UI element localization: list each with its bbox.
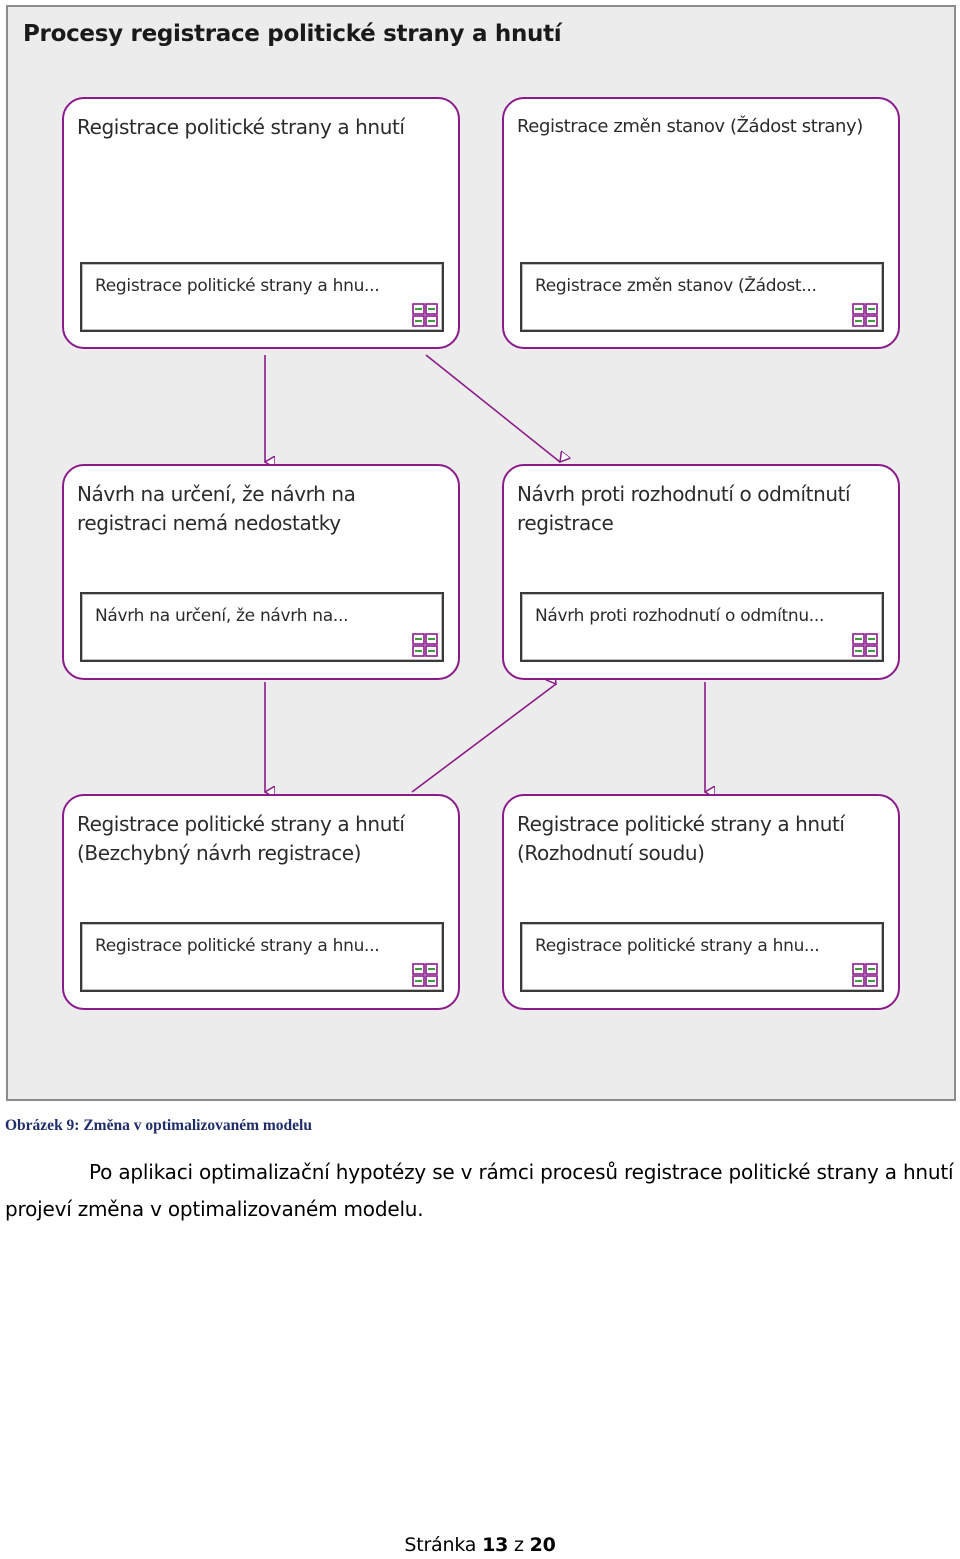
subprocess-label: Registrace změn stanov (Žádost...: [535, 276, 817, 296]
process-title: Registrace politické strany a hnutí (Bez…: [77, 812, 405, 865]
process-title: Registrace politické strany a hnutí (Roz…: [517, 812, 845, 865]
process-box-rejection-appeal[interactable]: Návrh proti rozhodnutí o odmítnutí regis…: [502, 464, 900, 680]
body-paragraph: Po aplikaci optimalizační hypotézy se v …: [5, 1160, 954, 1221]
subprocess-label: Návrh na určení, že návrh na...: [95, 606, 349, 626]
subprocess-box[interactable]: Registrace politické strany a hnu...: [80, 922, 444, 992]
process-box-flawless-proposal[interactable]: Registrace politické strany a hnutí (Bez…: [62, 794, 460, 1010]
process-title: Registrace politické strany a hnutí: [77, 115, 405, 139]
subprocess-label: Registrace politické strany a hnu...: [535, 936, 820, 956]
subprocess-box[interactable]: Návrh proti rozhodnutí o odmítnu...: [520, 592, 884, 662]
subprocess-box[interactable]: Registrace změn stanov (Žádost...: [520, 262, 884, 332]
arrow-2-to-4: [425, 354, 560, 462]
subprocess-icon: [412, 303, 438, 327]
total-pages: 20: [529, 1534, 556, 1556]
subprocess-box[interactable]: Registrace politické strany a hnu...: [520, 922, 884, 992]
arrow-5-to-4: [411, 684, 556, 793]
process-box-statute-change[interactable]: Registrace změn stanov (Žádost strany) R…: [502, 97, 900, 349]
subprocess-label: Registrace politické strany a hnu...: [95, 936, 380, 956]
subprocess-box[interactable]: Registrace politické strany a hnu...: [80, 262, 444, 332]
process-title: Návrh proti rozhodnutí o odmítnutí regis…: [517, 482, 851, 535]
subprocess-icon: [412, 633, 438, 657]
page-footer: Stránka 13 z 20: [0, 1534, 960, 1556]
process-box-court-decision[interactable]: Registrace politické strany a hnutí (Roz…: [502, 794, 900, 1010]
subprocess-icon: [852, 633, 878, 657]
subprocess-box[interactable]: Návrh na určení, že návrh na...: [80, 592, 444, 662]
footer-separator: z: [513, 1534, 524, 1556]
subprocess-label: Návrh proti rozhodnutí o odmítnu...: [535, 606, 825, 626]
connector-layer: [8, 354, 954, 1099]
subprocess-icon: [412, 963, 438, 987]
subprocess-icon: [852, 303, 878, 327]
process-title: Registrace změn stanov (Žádost strany): [517, 116, 863, 137]
diagram-title: Procesy registrace politické strany a hn…: [23, 21, 562, 47]
current-page: 13: [482, 1534, 509, 1556]
subprocess-icon: [852, 963, 878, 987]
figure-caption: Obrázek 9: Změna v optimalizovaném model…: [5, 1117, 312, 1134]
process-diagram: Procesy registrace politické strany a hn…: [6, 5, 956, 1101]
process-title: Návrh na určení, že návrh na registraci …: [77, 482, 356, 535]
subprocess-label: Registrace politické strany a hnu...: [95, 276, 380, 296]
footer-prefix: Stránka: [404, 1534, 477, 1556]
process-box-no-defects-motion[interactable]: Návrh na určení, že návrh na registraci …: [62, 464, 460, 680]
process-box-registration[interactable]: Registrace politické strany a hnutí Regi…: [62, 97, 460, 349]
